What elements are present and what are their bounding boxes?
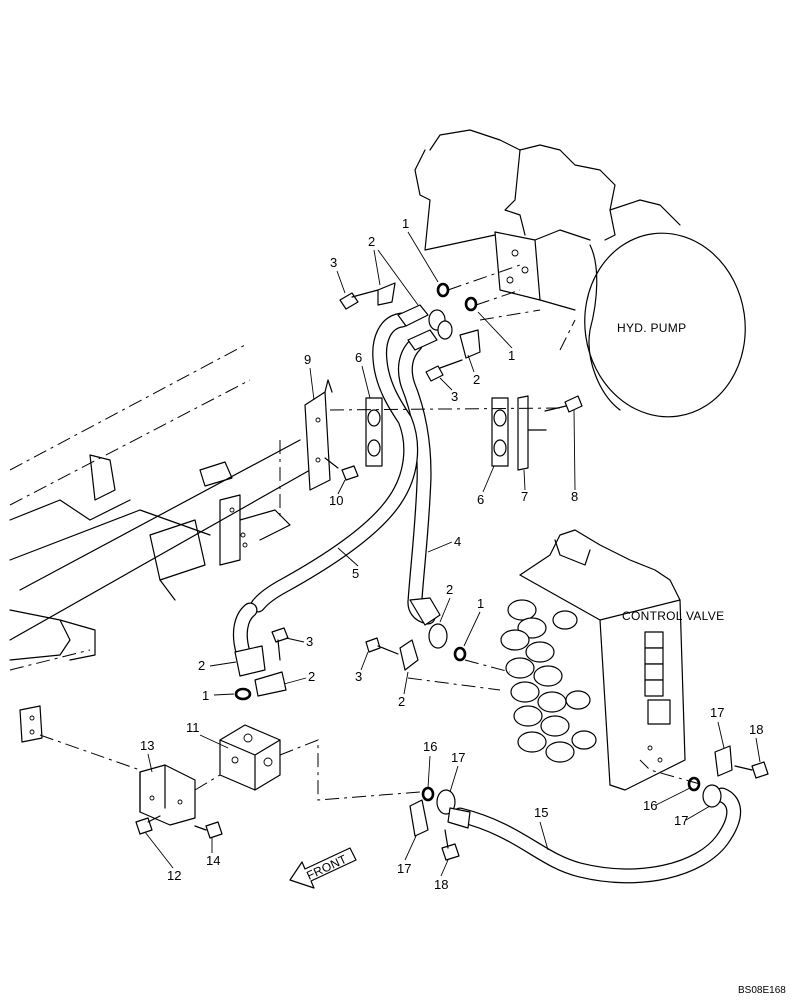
callout-6: 6 — [355, 350, 362, 365]
callout-2: 2 — [368, 234, 375, 249]
callout-16: 16 — [643, 798, 657, 813]
callout-12: 12 — [167, 868, 181, 883]
callout-1: 1 — [508, 348, 515, 363]
callout-14: 14 — [206, 853, 220, 868]
bolt-3-valve — [365, 637, 399, 655]
hose-15 — [452, 787, 742, 884]
bolt-8 — [544, 395, 583, 413]
leader-lines — [144, 231, 761, 877]
machine-frame — [9, 344, 311, 671]
callout-4: 4 — [454, 534, 461, 549]
bolt-3-lower — [271, 627, 289, 661]
front-arrow-icon — [289, 847, 357, 889]
callout-6: 6 — [477, 492, 484, 507]
bolt-10 — [324, 457, 359, 481]
valve-spools — [500, 599, 597, 763]
bolt-12 — [135, 815, 161, 835]
side-bracket — [19, 705, 43, 743]
bolt-3-top — [339, 289, 379, 310]
callouts: 1 1 1 1 2 2 2 2 2 2 3 3 3 3 4 5 6 6 7 8 … — [140, 216, 763, 892]
callout-5: 5 — [352, 566, 359, 581]
callout-2: 2 — [198, 658, 205, 673]
callout-10: 10 — [329, 493, 343, 508]
front-label: FRONT — [304, 852, 349, 883]
callout-11: 11 — [186, 720, 200, 735]
callout-3: 3 — [451, 389, 458, 404]
callout-1: 1 — [402, 216, 409, 231]
callout-2: 2 — [446, 582, 453, 597]
callout-7: 7 — [521, 489, 528, 504]
bolt-3-mid — [425, 359, 463, 382]
bracket-13 — [139, 764, 196, 826]
callout-16: 16 — [423, 739, 437, 754]
callout-2: 2 — [398, 694, 405, 709]
callout-17: 17 — [674, 813, 688, 828]
hydraulic-pump — [414, 129, 746, 418]
callout-9: 9 — [304, 352, 311, 367]
callout-2: 2 — [308, 669, 315, 684]
callout-13: 13 — [140, 738, 154, 753]
hyd-pump-label: HYD. PUMP — [617, 321, 686, 335]
callout-18: 18 — [434, 877, 448, 892]
callout-3: 3 — [330, 255, 337, 270]
bolt-18-bottom — [441, 829, 460, 861]
bolt-14 — [194, 821, 223, 839]
callout-17: 17 — [451, 750, 465, 765]
callout-15: 15 — [534, 805, 548, 820]
valve-hose-fitting — [399, 597, 448, 671]
bracket-9 — [304, 379, 333, 491]
hose-15-fittings — [409, 745, 733, 837]
drawing-code: BS08E168 — [738, 985, 786, 996]
callout-17: 17 — [397, 861, 411, 876]
clamp-6-right — [491, 397, 509, 467]
callout-1: 1 — [477, 596, 484, 611]
control-valve — [500, 529, 686, 791]
pump-hose-fittings — [377, 282, 481, 359]
assembly-lines — [407, 264, 576, 691]
callout-8: 8 — [571, 489, 578, 504]
callout-1: 1 — [202, 688, 209, 703]
o-rings — [234, 282, 701, 802]
clamp-6-left — [365, 397, 383, 467]
callout-18: 18 — [749, 722, 763, 737]
callout-17: 17 — [710, 705, 724, 720]
callout-2: 2 — [473, 372, 480, 387]
block-11 — [219, 724, 281, 791]
control-valve-label: CONTROL VALVE — [622, 609, 724, 623]
lower-hose-fitting — [234, 645, 287, 697]
callout-3: 3 — [355, 669, 362, 684]
plate-7 — [517, 395, 547, 471]
bolt-18-right — [734, 761, 769, 779]
hose-5 — [232, 312, 419, 660]
callout-3: 3 — [306, 634, 313, 649]
